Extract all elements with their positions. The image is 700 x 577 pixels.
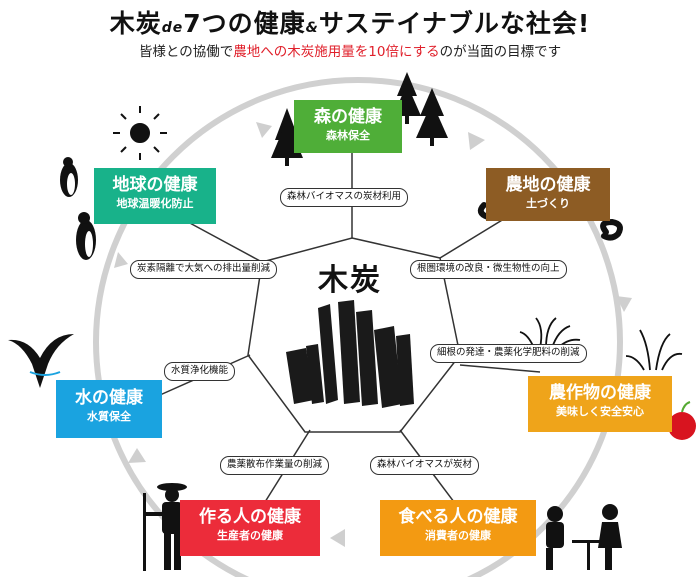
spoke [459, 364, 541, 373]
box-title: 森の健康 [314, 107, 382, 127]
box-title: 地球の健康 [112, 175, 198, 195]
page-title: 木炭de7つの健康&サステイナブルな社会! [0, 4, 700, 40]
box-subtitle: 土づくり [526, 197, 570, 211]
charcoal-stick [356, 310, 378, 406]
rice-plant-icon [625, 329, 683, 371]
cycle-arrow [256, 122, 272, 138]
penguin-icon [76, 212, 96, 260]
cycle-arrow [128, 448, 146, 463]
worm-icon [600, 218, 623, 241]
title-part: サステイナブルな社会 [318, 9, 578, 38]
title-part: 木炭 [109, 9, 162, 38]
label-farmland: 根圏環境の改良・微生物性の向上 [410, 260, 567, 279]
label-eaters: 森林バイオマスが炭材 [370, 456, 480, 475]
whale-tail-icon [8, 334, 74, 388]
box-forest: 森の健康 森林保全 [294, 100, 402, 153]
title-part: & [305, 20, 319, 36]
box-subtitle: 消費者の健康 [425, 529, 491, 543]
box-title: 食べる人の健康 [398, 507, 518, 527]
box-subtitle: 美味しく安全安心 [556, 405, 644, 419]
charcoal-illustration [286, 300, 414, 408]
subtitle-text: 皆様との協働で [138, 44, 234, 60]
box-water: 水の健康 水質保全 [56, 380, 162, 438]
farmer-icon [143, 483, 187, 571]
page-subtitle: 皆様との協働で農地への木炭施用量を10倍にするのが当面の目標です [0, 40, 700, 60]
cycle-arrow [330, 529, 345, 547]
box-title: 農地の健康 [505, 175, 591, 195]
label-crops: 細根の発達・農薬化学肥料の削減 [430, 344, 587, 363]
charcoal-stick [374, 326, 402, 408]
center-label: 木炭 [318, 263, 382, 298]
label-forest: 森林バイオマスの炭材利用 [280, 188, 409, 207]
tree-icon [416, 88, 448, 146]
charcoal-stick [306, 344, 324, 404]
title-part: 7つの健康 [183, 9, 306, 38]
box-subtitle: 地球温暖化防止 [116, 197, 194, 211]
sun-icon [113, 106, 167, 160]
box-title: 作る人の健康 [199, 507, 301, 527]
box-subtitle: 生産者の健康 [217, 529, 283, 543]
subtitle-text: のが当面の目標です [439, 44, 562, 60]
cycle-arrow [616, 296, 632, 312]
box-farmland: 農地の健康 土づくり [486, 168, 610, 221]
title-part: de [161, 20, 184, 36]
charcoal-stick [286, 348, 314, 404]
label-earth: 炭素隔離で大気への排出量削減 [130, 260, 278, 279]
charcoal-stick [396, 334, 414, 406]
label-water: 水質浄化機能 [164, 362, 236, 381]
label-makers: 農薬散布作業量の削減 [220, 456, 330, 475]
box-title: 農作物の健康 [549, 383, 651, 403]
title-exclamation: ! [577, 9, 591, 38]
cycle-arrow [114, 252, 128, 268]
cycle-ring [93, 77, 623, 577]
box-title: 水の健康 [75, 388, 143, 408]
penguin-icon [60, 157, 78, 197]
charcoal-stick [338, 300, 360, 404]
apple-icon [668, 401, 696, 440]
box-earth: 地球の健康 地球温暖化防止 [94, 168, 216, 224]
box-subtitle: 水質保全 [87, 410, 131, 424]
box-eaters: 食べる人の健康 消費者の健康 [380, 500, 536, 556]
diners-icon [546, 504, 622, 570]
subtitle-highlight: 農地への木炭施用量を10倍にする [233, 44, 440, 60]
box-crops: 農作物の健康 美味しく安全安心 [528, 376, 672, 432]
box-makers: 作る人の健康 生産者の健康 [180, 500, 320, 556]
box-subtitle: 森林保全 [326, 129, 370, 143]
charcoal-stick [318, 304, 338, 404]
cycle-arrow [468, 132, 485, 150]
